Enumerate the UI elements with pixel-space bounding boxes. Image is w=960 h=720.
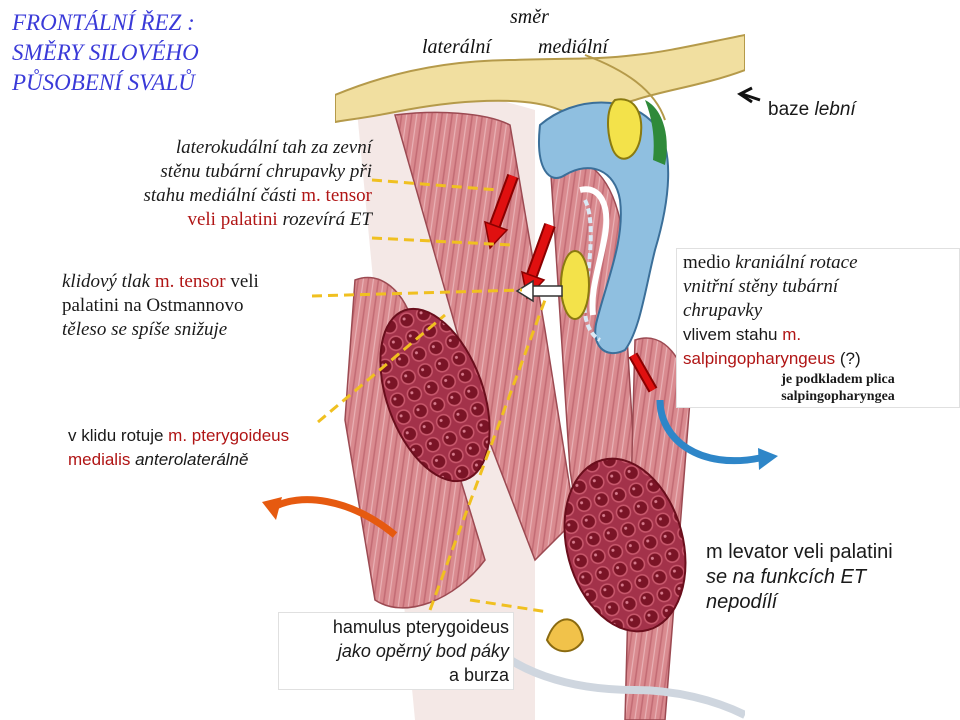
tensor-note-line-3a: stahu mediální části — [143, 185, 302, 206]
tensor-pull-arrow-upper — [484, 173, 519, 250]
slide-title: FRONTÁLNÍ ŘEZ : SMĚRY SILOVÉHO PŮSOBENÍ … — [12, 8, 252, 98]
hamulus-note-line-1: hamulus pterygoideus — [332, 617, 509, 637]
title-line-1: FRONTÁLNÍ ŘEZ : — [12, 10, 195, 35]
rest-note-line-1a: klidový tlak — [62, 271, 155, 292]
green-tissue — [645, 100, 667, 165]
skull-base-label: baze lební — [768, 98, 856, 122]
hamulus-note-line-2: jako opěrný bod páky — [337, 641, 509, 661]
rotation-note-line-4a: vlivem stahu — [683, 325, 783, 344]
rotation-note-line-1b: kraniální rotace — [735, 252, 858, 273]
rest-note-line-3: těleso se spíše snižuje — [62, 319, 228, 340]
pterygoid-note: v klidu rotuje m. pterygoideus medialis … — [68, 424, 368, 472]
salpingopharyngeus-pull-arrow — [628, 352, 658, 393]
levator-note-line-1: m levator veli palatini — [706, 541, 893, 563]
pterygoid-muscle-name: m. pterygoideus — [168, 426, 290, 445]
lateral-fat-pad — [607, 98, 643, 160]
salpingopharyngeus-name: salpingopharyngeus — [683, 349, 836, 368]
skull-base-label-a: baze — [768, 99, 815, 120]
hamulus-note-line-3: a burza — [448, 665, 509, 685]
hamulus-note: hamulus pterygoideus jako opěrný bod pák… — [278, 612, 514, 690]
rotation-note-line-2: vnitřní stěny tubární — [683, 276, 839, 297]
rotation-note-line-1a: medio — [683, 252, 736, 273]
levator-note-line-2: se na funkcích ET — [706, 566, 867, 588]
levator-note-line-3: nepodílí — [706, 591, 778, 613]
tensor-note-line-1: laterokudální tah za zevní — [175, 137, 372, 158]
direction-medial: mediální — [538, 36, 608, 58]
muscle-name-tensor-cont: veli palatini — [187, 209, 278, 230]
skull-base-label-b: lební — [814, 99, 856, 120]
pterygoid-note-line-2b: anterolaterálně — [130, 450, 249, 469]
direction-lateral: laterální — [422, 36, 491, 58]
tensor-note: laterokudální tah za zevní stěnu tubární… — [72, 136, 372, 232]
title-line-3: PŮSOBENÍ SVALŮ — [12, 70, 195, 95]
rest-note-line-2: palatini na Ostmannovo — [62, 295, 244, 316]
rotation-note-line-7: salpingopharyngea — [781, 389, 895, 404]
rest-pressure-note: klidový tlak m. tensor veli palatini na … — [62, 270, 332, 342]
rotation-note: medio kraniální rotace vnitřní stěny tub… — [676, 248, 960, 408]
rotation-note-line-6: je podkladem plica — [781, 372, 895, 387]
rest-note-muscle: m. tensor — [154, 271, 226, 292]
skull-base-bone — [335, 33, 745, 124]
rest-pressure-arrow — [515, 279, 563, 303]
gland-cluster-lower — [563, 457, 687, 633]
rotation-note-line-4b: m. — [782, 325, 802, 344]
rotation-note-line-3: chrupavky — [683, 300, 763, 321]
pterygoid-muscle-name-cont: medialis — [68, 450, 131, 469]
ostmann-fat-body — [560, 250, 590, 320]
rest-note-line-1c: veli — [225, 271, 259, 292]
direction-label: směr — [510, 6, 549, 28]
hamulus-pterygoideus — [545, 618, 585, 653]
tensor-note-line-2: stěnu tubární chrupavky při — [160, 161, 372, 182]
rotation-note-line-5b: (?) — [835, 349, 861, 368]
levator-note: m levator veli palatini se na funkcích E… — [706, 540, 956, 615]
pterygoid-note-line-1a: v klidu rotuje — [68, 426, 169, 445]
muscle-name-tensor: m. tensor — [301, 185, 372, 206]
title-line-2: SMĚRY SILOVÉHO — [12, 40, 199, 65]
tensor-note-line-4b: rozevírá ET — [277, 209, 372, 230]
